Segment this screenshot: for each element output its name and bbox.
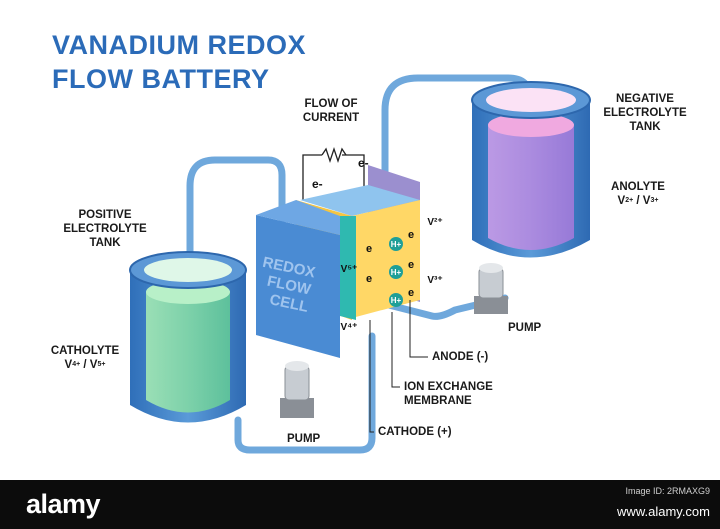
cathode-label: CATHODE (+) xyxy=(378,426,452,438)
pump-right xyxy=(474,263,508,314)
title-line-2: FLOW BATTERY xyxy=(52,64,270,94)
image-id: Image ID: 2RMAXG9 xyxy=(625,486,710,496)
diagram-title: VANADIUM REDOX FLOW BATTERY xyxy=(52,28,306,96)
proton-1: H+ xyxy=(391,268,402,277)
label-leader-lines xyxy=(369,300,428,433)
ion-exchange-membrane-label: ION EXCHANGE MEMBRANE xyxy=(404,381,493,407)
alamy-logo: alamy xyxy=(26,489,101,519)
pump-right-label: PUMP xyxy=(508,322,542,334)
vanadium-ion-3: V³⁺ xyxy=(427,275,442,286)
proton-0: H+ xyxy=(391,240,402,249)
electron-cell-4: e xyxy=(408,287,414,299)
negative-electrolyte-tank xyxy=(471,81,591,258)
positive-tank-label: POSITIVE ELECTROLYTE TANK xyxy=(63,209,147,249)
electron-cell-1: e xyxy=(366,273,372,285)
proton-2: H+ xyxy=(391,296,402,305)
catholyte-label: CATHOLYTE V4+ / V5+ xyxy=(40,344,130,372)
vanadium-ion-0: V⁵⁺ xyxy=(341,264,358,275)
title-line-1: VANADIUM REDOX xyxy=(52,30,307,60)
proton-disc-1 xyxy=(389,265,403,279)
pump-left xyxy=(280,361,314,418)
electron-wire-0: e- xyxy=(312,177,323,191)
electron-wire-1: e- xyxy=(358,156,369,170)
redox-flow-cell xyxy=(256,165,420,358)
anolyte-label: ANOLYTE V2+ / V3+ xyxy=(598,180,678,208)
electron-cell-2: e xyxy=(408,229,414,241)
vanadium-ion-2: V²⁺ xyxy=(427,217,442,228)
positive-electrolyte-tank xyxy=(129,251,247,423)
anode-label: ANODE (-) xyxy=(432,351,489,363)
pump-left-label: PUMP xyxy=(287,433,321,445)
alamy-url: www.alamy.com xyxy=(617,504,710,519)
vanadium-ion-1: V⁴⁺ xyxy=(341,322,358,333)
proton-disc-2 xyxy=(389,293,403,307)
external-circuit xyxy=(302,146,365,200)
flow-of-current-label: FLOW OF CURRENT xyxy=(302,98,360,124)
footer-bar: alamy Image ID: 2RMAXG9 www.alamy.com xyxy=(0,480,720,529)
electron-cell-0: e xyxy=(366,243,372,255)
catholyte-ions: V4+ / V5+ xyxy=(64,359,106,371)
electron-cell-3: e xyxy=(408,259,414,271)
anolyte-ions: V2+ / V3+ xyxy=(617,195,659,207)
negative-tank-label: NEGATIVE ELECTROLYTE TANK xyxy=(603,93,687,133)
proton-disc-0 xyxy=(389,237,403,251)
